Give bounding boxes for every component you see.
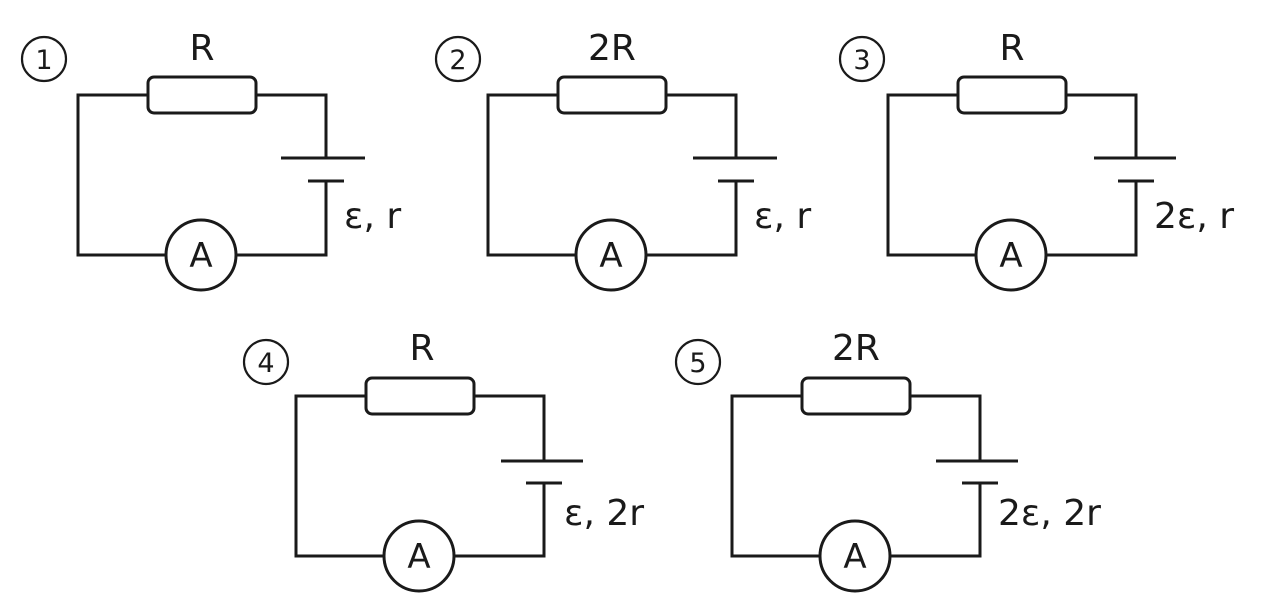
wire-right-bottom <box>452 481 546 558</box>
wire-right-top <box>664 93 738 160</box>
circuit-number: 3 <box>853 45 870 76</box>
circuit-number: 2 <box>449 45 466 76</box>
circuit-5: 5 2R 2ε, 2r A <box>674 328 1101 593</box>
wire-right-top <box>472 394 546 463</box>
wire-left <box>730 394 822 558</box>
resistor-label: R <box>999 28 1024 69</box>
wire-left <box>486 93 578 257</box>
circuit-number-ring <box>674 338 722 386</box>
circuit-number-ring <box>20 35 68 83</box>
circuit-number: 5 <box>689 348 706 379</box>
resistor <box>800 376 912 416</box>
source-label: ε, 2r <box>564 493 644 534</box>
circuit-number-ring <box>434 35 482 83</box>
source-label: ε, r <box>754 196 811 237</box>
ammeter <box>382 519 456 593</box>
source-label: 2ε, r <box>1154 196 1234 237</box>
resistor <box>364 376 476 416</box>
resistor-label: R <box>189 28 214 69</box>
circuit-number-ring <box>242 338 290 386</box>
resistor-label: R <box>409 328 434 369</box>
resistor <box>146 75 258 115</box>
wire-right-bottom <box>234 179 328 257</box>
source-label: 2ε, 2r <box>998 493 1101 534</box>
wire-right-top <box>254 93 328 160</box>
circuit-4: 4 R ε, 2r A <box>242 328 644 593</box>
wire-right-top <box>908 394 982 463</box>
wire-right-bottom <box>888 481 982 558</box>
source-label: ε, r <box>344 196 401 237</box>
ammeter-label: A <box>843 537 866 577</box>
ammeter-label: A <box>599 236 622 276</box>
ammeter <box>574 218 648 292</box>
wire-left <box>886 93 978 257</box>
circuit-number: 1 <box>35 45 52 76</box>
circuit-number: 4 <box>257 348 274 379</box>
wire-left <box>76 93 168 257</box>
wire-right-bottom <box>1044 179 1138 257</box>
resistor-label: 2R <box>588 28 636 69</box>
wire-right-bottom <box>644 179 738 257</box>
circuit-1: 1 R ε, r A <box>20 28 401 292</box>
resistor-label: 2R <box>832 328 880 369</box>
ammeter-label: A <box>407 537 430 577</box>
resistor <box>956 75 1068 115</box>
wire-right-top <box>1064 93 1138 160</box>
ammeter-label: A <box>189 236 212 276</box>
ammeter <box>818 519 892 593</box>
resistor <box>556 75 668 115</box>
circuit-3: 3 R 2ε, r A <box>838 28 1234 292</box>
ammeter-label: A <box>999 236 1022 276</box>
wire-left <box>294 394 386 558</box>
ammeter <box>164 218 238 292</box>
ammeter <box>974 218 1048 292</box>
circuit-number-ring <box>838 35 886 83</box>
circuit-2: 2 2R ε, r A <box>434 28 811 292</box>
